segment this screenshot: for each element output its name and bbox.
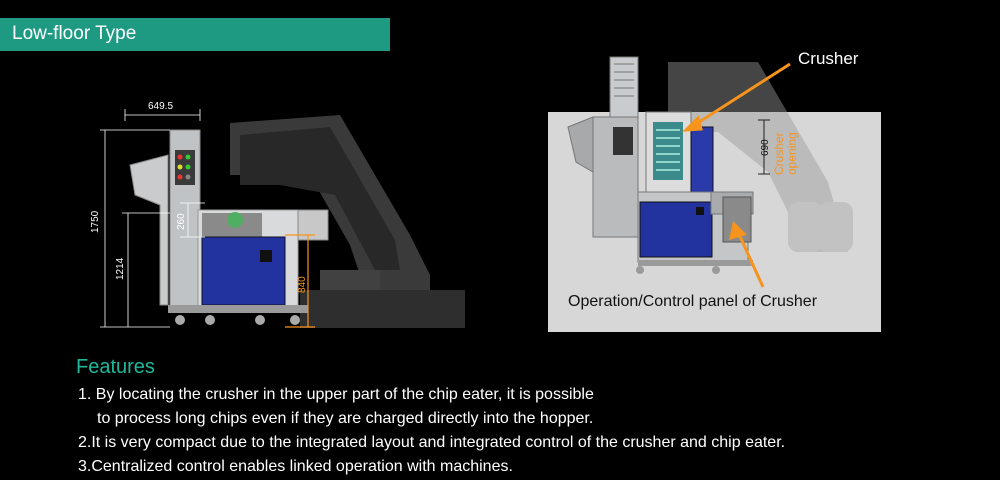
feature-item-1-cont: to process long chips even if they are c…	[97, 410, 594, 427]
callout-arrows	[682, 62, 791, 288]
low-floor-machine-drawing: 649.5 1750 1214 260 840	[90, 101, 465, 328]
operation-panel-label: Operation/Control panel of Crusher	[568, 293, 818, 310]
section-title: Low-floor Type	[12, 23, 137, 44]
dim-height-total: 1750	[90, 210, 101, 233]
feature-item-3: 3.Centralized control enables linked ope…	[78, 458, 513, 475]
dim-discharge-height: 840	[297, 276, 308, 293]
dim-height-inner: 1214	[115, 257, 126, 280]
feature-item-1: 1. By locating the crusher in the upper …	[78, 386, 594, 403]
hopper-chute	[129, 154, 169, 306]
section-title-bar: Low-floor Type	[0, 18, 390, 51]
crusher-layout-figure: 690 Crusher opening Crusher Operation/Co…	[548, 49, 881, 332]
feature-item-2: 2.It is very compact due to the integrat…	[78, 434, 786, 451]
crusher-opening-label-1: Crusher	[772, 132, 786, 175]
crusher-label: Crusher	[798, 49, 859, 68]
crusher-opening-label-2: opening	[785, 132, 799, 175]
dim-crusher-height: 260	[176, 213, 187, 230]
features-heading: Features	[76, 356, 155, 378]
dim-width-top: 649.5	[148, 101, 173, 112]
opening-size: 690	[760, 139, 771, 156]
conveyor-ghost	[230, 115, 465, 328]
blue-unit	[201, 236, 286, 306]
ghost-conveyor	[668, 62, 853, 252]
